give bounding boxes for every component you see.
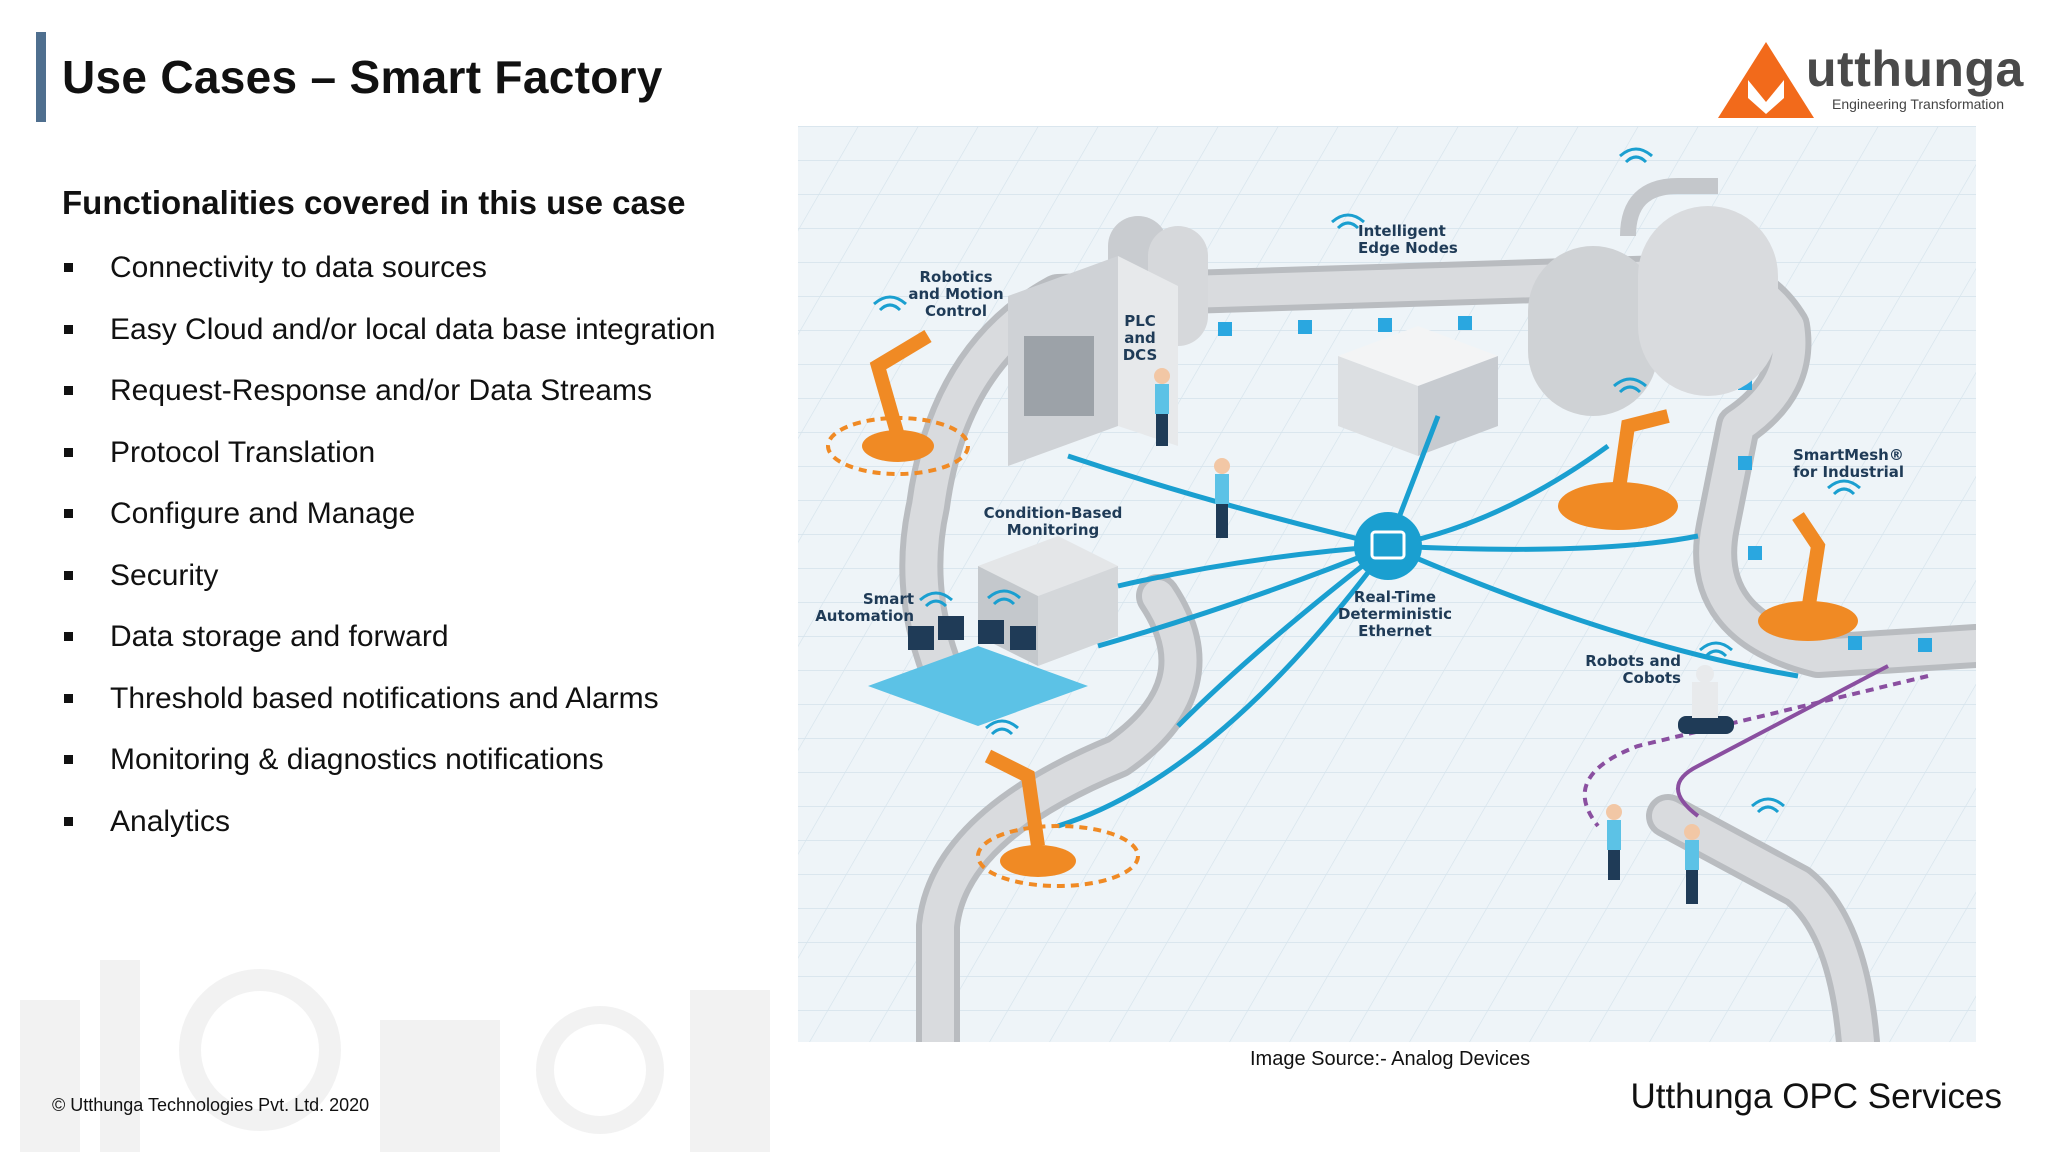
bullet-icon — [64, 570, 73, 580]
label-condition-1: Condition-Based — [984, 504, 1123, 522]
list-item-label: Threshold based notifications and Alarms — [110, 681, 659, 715]
bullet-icon — [64, 324, 73, 334]
label-plc-3: DCS — [1123, 346, 1158, 364]
label-condition-2: Monitoring — [1007, 521, 1099, 539]
operator-desk — [868, 616, 1088, 726]
robot-arm-icons — [826, 329, 1858, 888]
bullet-icon — [64, 693, 73, 703]
label-robotics-3: Control — [925, 302, 987, 320]
bullet-icon — [64, 263, 73, 272]
wireless-icons — [873, 147, 1861, 814]
title-accent-bar — [36, 32, 46, 122]
image-source-caption: Image Source:- Analog Devices — [1250, 1048, 1531, 1070]
list-item-label: Request-Response and/or Data Streams — [110, 374, 652, 407]
logo-mark-icon — [1718, 42, 1814, 118]
list-item-label: Data storage and forward — [110, 620, 449, 653]
list-item: Configure and Manage — [62, 492, 782, 554]
label-edge-1: Intelligent — [1358, 222, 1446, 240]
bullet-icon — [64, 755, 73, 764]
label-smart-automation-2: Automation — [815, 607, 914, 625]
list-item-label: Configure and Manage — [110, 497, 416, 530]
bullet-icon — [64, 816, 73, 826]
svg-text:SmartMesh®for Industrial: SmartMesh®for Industrial — [1793, 446, 1904, 481]
label-ethernet-2: Deterministic — [1338, 605, 1452, 623]
label-ethernet-1: Real-Time — [1354, 588, 1436, 606]
list-item: Monitoring & diagnostics notifications — [62, 738, 782, 800]
edge-node-box — [1338, 326, 1498, 456]
footer-brand-text: Utthunga OPC Services — [1630, 1077, 2002, 1116]
list-item-label: Security — [110, 558, 219, 592]
list-item: Data storage and forward — [62, 615, 782, 677]
company-logo: utthunga Engineering Transformation — [1716, 36, 2023, 118]
functionalities-heading: Functionalities covered in this use case — [62, 184, 686, 221]
cobot-paths — [1582, 664, 1929, 828]
list-item: Analytics — [62, 800, 782, 862]
list-item-label: Easy Cloud and/or local data base integr… — [110, 312, 716, 346]
cobot-robot-icon — [1678, 665, 1734, 734]
list-item-label: Analytics — [110, 804, 231, 838]
list-item: Security — [62, 554, 782, 616]
bullet-icon — [64, 509, 73, 518]
slide-title: Use Cases – Smart Factory — [62, 51, 663, 103]
logo-wordmark: utthunga — [1806, 41, 2024, 97]
label-smartmesh-2: for Industrial — [1793, 463, 1904, 481]
list-item: Threshold based notifications and Alarms — [62, 677, 782, 739]
label-plc-1: PLC — [1124, 312, 1156, 330]
list-item-label: Monitoring & diagnostics notifications — [110, 743, 604, 776]
list-item: Easy Cloud and/or local data base integr… — [62, 308, 782, 370]
workers — [1154, 368, 1700, 904]
label-robots-2: Cobots — [1623, 669, 1682, 687]
label-robots-1: Robots and — [1585, 652, 1681, 670]
bullet-icon — [64, 386, 73, 395]
bullet-icon — [64, 632, 73, 641]
list-item: Connectivity to data sources — [62, 246, 782, 308]
label-smart-automation-1: Smart — [863, 590, 914, 608]
label-ethernet-3: Ethernet — [1358, 622, 1432, 640]
label-plc-2: and — [1124, 329, 1156, 347]
label-edge-2: Edge Nodes — [1358, 239, 1458, 257]
list-item: Protocol Translation — [62, 431, 782, 493]
bullet-icon — [64, 447, 73, 457]
label-robotics-1: Robotics — [919, 268, 992, 286]
copyright-notice: © Utthunga Technologies Pvt. Ltd. 2020 — [52, 1095, 370, 1115]
background-industry-silhouette — [20, 960, 770, 1152]
list-item-label: Connectivity to data sources — [110, 251, 487, 284]
functionalities-list: Connectivity to data sources Easy Cloud … — [62, 246, 782, 861]
label-robotics-2: and Motion — [908, 285, 1003, 303]
logo-tagline: Engineering Transformation — [1832, 96, 2004, 112]
list-item: Request-Response and/or Data Streams — [62, 369, 782, 431]
ethernet-hub-icon — [1354, 512, 1422, 580]
label-smartmesh-1: SmartMesh® — [1793, 446, 1904, 464]
list-item-label: Protocol Translation — [110, 435, 376, 469]
